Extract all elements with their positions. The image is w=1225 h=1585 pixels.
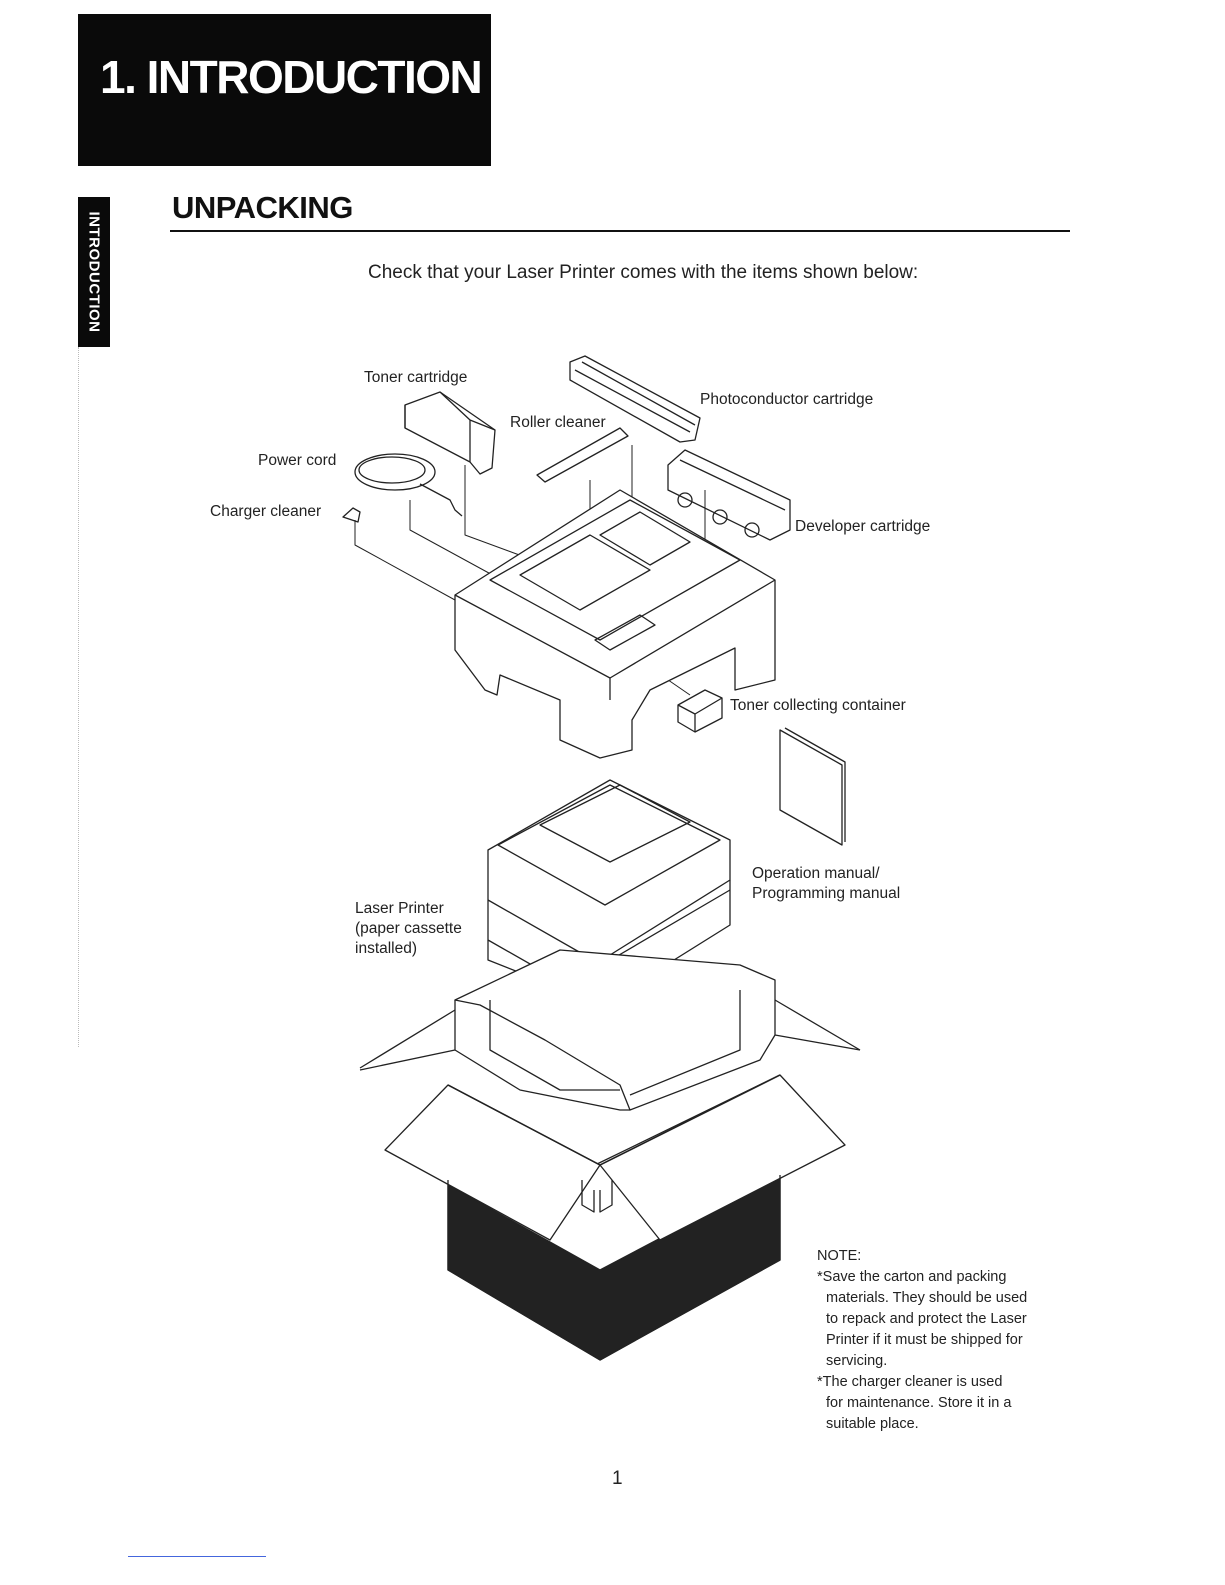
note-line: *The charger cleaner is used	[817, 1372, 1027, 1393]
note-line: Printer if it must be shipped for	[817, 1330, 1027, 1351]
developer-cartridge-illustration	[668, 450, 790, 540]
label-charger-cleaner: Charger cleaner	[210, 502, 321, 522]
label-toner-cartridge: Toner cartridge	[364, 368, 467, 388]
label-power-cord: Power cord	[258, 451, 336, 471]
page-number: 1	[612, 1468, 623, 1490]
label-laser-printer: Laser Printer (paper cassette installed)	[355, 899, 462, 959]
note-heading: NOTE:	[817, 1246, 1027, 1267]
footer-link-underline[interactable]	[128, 1556, 266, 1557]
note-line: suitable place.	[817, 1414, 1027, 1435]
note-box: NOTE: *Save the carton and packing mater…	[817, 1246, 1027, 1435]
label-toner-collecting-container: Toner collecting container	[730, 696, 906, 716]
power-cord-illustration	[355, 454, 462, 516]
upper-foam-tray	[455, 490, 775, 758]
note-line: servicing.	[817, 1351, 1027, 1372]
carton-box-illustration	[385, 1075, 845, 1360]
label-roller-cleaner: Roller cleaner	[510, 413, 606, 433]
note-line: for maintenance. Store it in a	[817, 1393, 1027, 1414]
label-operation-manual: Operation manual/ Programming manual	[752, 864, 900, 904]
note-line: to repack and protect the Laser	[817, 1309, 1027, 1330]
note-line: materials. They should be used	[817, 1288, 1027, 1309]
manual-illustration	[780, 728, 845, 845]
toner-collecting-container-illustration	[678, 690, 722, 732]
label-photoconductor-cartridge: Photoconductor cartridge	[700, 390, 873, 410]
note-line: *Save the carton and packing	[817, 1267, 1027, 1288]
charger-cleaner-illustration	[343, 508, 360, 522]
roller-cleaner-illustration	[537, 428, 628, 482]
label-developer-cartridge: Developer cartridge	[795, 517, 930, 537]
